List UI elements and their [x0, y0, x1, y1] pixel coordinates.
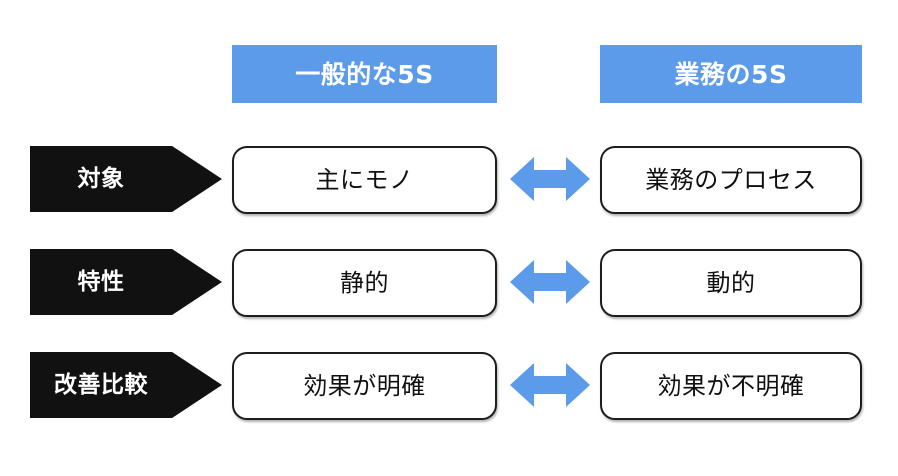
cell-row2-right: 効果が不明確 [600, 352, 862, 420]
row-label-text: 改善比較 [54, 371, 149, 398]
row-label-characteristic: 特性 [30, 249, 222, 315]
column-header-general-5s: 一般的な5S [232, 45, 497, 103]
double-arrow-icon [510, 156, 590, 202]
double-arrow-icon [510, 259, 590, 305]
cell-row1-left: 静的 [232, 249, 497, 317]
row-label-text: 対象 [77, 165, 125, 192]
cell-row1-right: 動的 [600, 249, 862, 317]
row-label-target: 対象 [30, 146, 222, 212]
cell-text: 効果が明確 [303, 372, 426, 400]
cell-row0-right: 業務のプロセス [600, 146, 862, 214]
cell-row2-left: 効果が明確 [232, 352, 497, 420]
cell-text: 効果が不明確 [657, 372, 805, 400]
column-header-left-label: 一般的な5S [295, 59, 434, 89]
double-arrow-icon [510, 362, 590, 408]
cell-text: 静的 [340, 269, 389, 297]
row-label-improvement-comparison: 改善比較 [30, 352, 222, 418]
cell-row0-left: 主にモノ [232, 146, 497, 214]
cell-text: 動的 [706, 269, 756, 297]
column-header-business-5s: 業務の5S [600, 45, 862, 103]
cell-text: 主にモノ [315, 166, 414, 194]
column-header-right-label: 業務の5S [674, 59, 788, 89]
row-label-text: 特性 [77, 268, 125, 295]
cell-text: 業務のプロセス [645, 166, 817, 194]
